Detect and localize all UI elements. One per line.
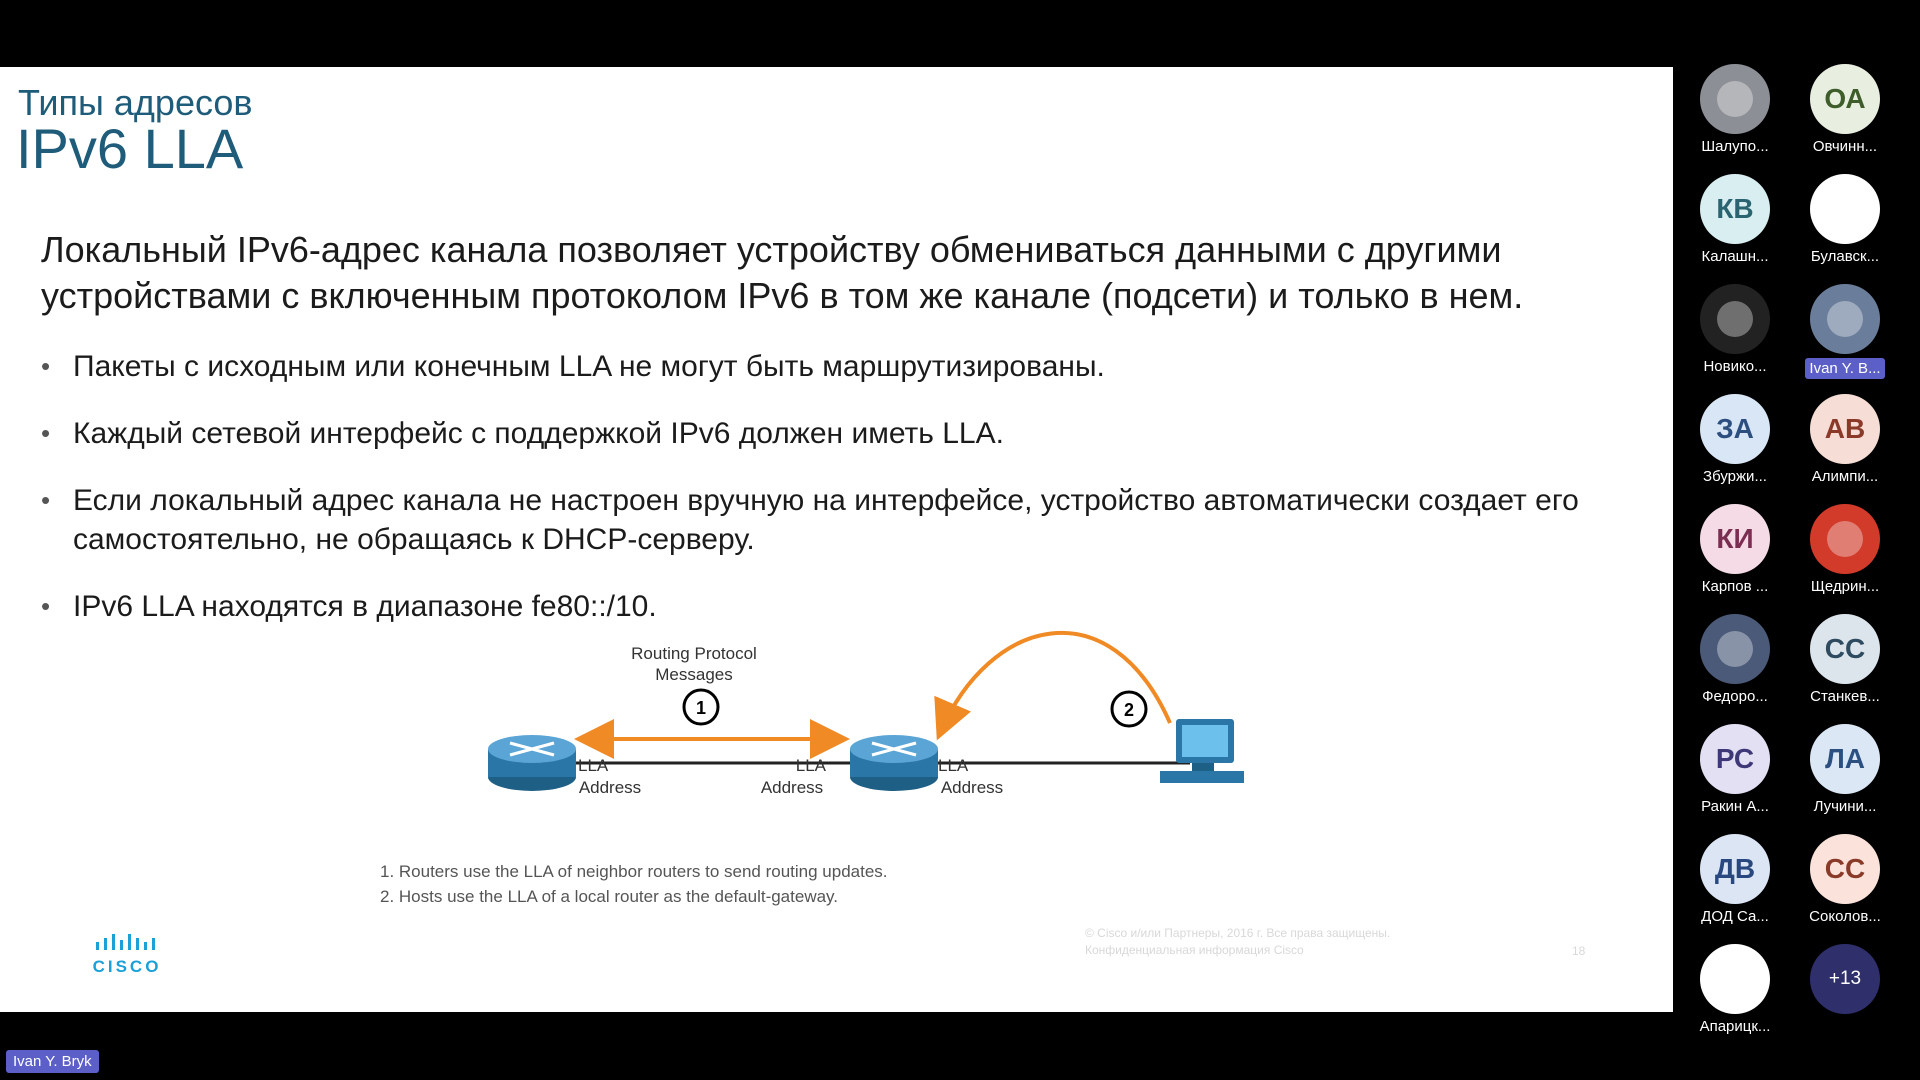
more-participants-tile[interactable]: +13 (1790, 944, 1900, 1044)
participant-tile[interactable]: Щедрин... (1790, 504, 1900, 604)
participant-tile[interactable]: Булавск... (1790, 174, 1900, 274)
address-label: Address (579, 778, 641, 797)
address-label: Address (761, 778, 823, 797)
participant-name: Станкев... (1810, 688, 1880, 705)
participant-tile[interactable]: СС Станкев... (1790, 614, 1900, 714)
user-silhouette-icon (1717, 631, 1753, 667)
participant-tile[interactable]: Апарицк... (1680, 944, 1790, 1044)
copyright-line: © Cisco и/или Партнеры, 2016 г. Все прав… (1085, 926, 1391, 940)
participant-name: Соколов... (1809, 908, 1881, 925)
participant-initials-avatar: ЛА (1810, 724, 1880, 794)
lla-label: LLA (578, 756, 609, 775)
participant-tile[interactable]: Федоро... (1680, 614, 1790, 714)
participant-name: Булавск... (1810, 248, 1880, 265)
participant-name: Новико... (1703, 358, 1767, 375)
participant-name: Карпов ... (1701, 578, 1769, 595)
participant-initials-avatar: КВ (1700, 174, 1770, 244)
participant-name: Алимпи... (1811, 468, 1879, 485)
participant-tile[interactable]: Шалупо... (1680, 64, 1790, 164)
participant-name: Апарицк... (1699, 1018, 1771, 1035)
participant-name: Щедрин... (1810, 578, 1880, 595)
participant-name: Калашн... (1701, 248, 1769, 265)
participant-photo-avatar (1810, 284, 1880, 354)
participant-tile[interactable]: РС Ракин А... (1680, 724, 1790, 824)
slide-page-number: 18 (1572, 944, 1586, 958)
participant-photo-avatar (1810, 504, 1880, 574)
user-silhouette-icon (1827, 301, 1863, 337)
bullet-item: Если локальный адрес канала не настроен … (41, 481, 1601, 559)
participant-tile[interactable]: АВ Алимпи... (1790, 394, 1900, 494)
cisco-bars-icon (96, 934, 155, 950)
router-icon (488, 735, 576, 791)
diagram-footnotes: 1. Routers use the LLA of neighbor route… (380, 859, 888, 909)
user-silhouette-icon (1717, 81, 1753, 117)
participant-name: Федоро... (1702, 688, 1768, 705)
participant-name: Лучини... (1813, 798, 1877, 815)
step-marker: 2 (1110, 690, 1148, 728)
participant-name: Шалупо... (1701, 138, 1769, 155)
step-marker: 1 (682, 688, 720, 726)
user-silhouette-icon (1717, 961, 1753, 997)
participant-tile[interactable]: КИ Карпов ... (1680, 504, 1790, 604)
participant-initials-avatar: РС (1700, 724, 1770, 794)
bullet-item: Пакеты с исходным или конечным LLA не мо… (41, 347, 1601, 386)
lla-diagram: Routing Protocol Messages 1 2 LLA Addres… (488, 630, 1244, 797)
bullet-item: IPv6 LLA находятся в диапазоне fe80::/10… (41, 587, 1601, 626)
step-number: 2 (1124, 700, 1134, 720)
participant-initials-avatar: КИ (1700, 504, 1770, 574)
participant-tile[interactable]: ЗА Збуржи... (1680, 394, 1790, 494)
lla-label: LLA (796, 756, 827, 775)
cisco-logo: CISCO (92, 932, 162, 977)
user-silhouette-icon (1717, 301, 1753, 337)
footnote: 1. Routers use the LLA of neighbor route… (380, 862, 888, 881)
participant-tile[interactable]: СС Соколов... (1790, 834, 1900, 934)
participant-tile[interactable]: ЛА Лучини... (1790, 724, 1900, 824)
participant-initials-avatar: ОА (1810, 64, 1880, 134)
participant-tile[interactable]: ОА Овчинн... (1790, 64, 1900, 164)
slide-copyright: © Cisco и/или Партнеры, 2016 г. Все прав… (1085, 925, 1390, 959)
participant-photo-avatar (1810, 174, 1880, 244)
participant-tile[interactable]: ДВ ДОД Са... (1680, 834, 1790, 934)
participant-initials-avatar: СС (1810, 834, 1880, 904)
computer-icon (1160, 719, 1244, 783)
participant-initials-avatar: СС (1810, 614, 1880, 684)
participant-photo-avatar (1700, 944, 1770, 1014)
user-silhouette-icon (1827, 191, 1863, 227)
more-participants-count: +13 (1810, 944, 1880, 1014)
shared-slide: Типы адресов IPv6 LLA Локальный IPv6-адр… (0, 67, 1673, 1012)
participant-initials-avatar: ЗА (1700, 394, 1770, 464)
slide-subtitle: Типы адресов (18, 82, 253, 123)
routing-label: Routing Protocol (631, 644, 757, 663)
speaker-name-badge: Ivan Y. Bryk (6, 1050, 99, 1073)
copyright-line: Конфиденциальная информация Cisco (1085, 943, 1304, 957)
participant-tile[interactable]: Новико... (1680, 284, 1790, 384)
routing-label: Messages (655, 665, 732, 684)
participant-photo-avatar (1700, 614, 1770, 684)
participant-name: Ivan Y. B... (1805, 358, 1885, 379)
participant-name: Овчинн... (1812, 138, 1878, 155)
bullet-item: Каждый сетевой интерфейс с поддержкой IP… (41, 414, 1601, 453)
lla-label: LLA (938, 756, 969, 775)
router-icon (850, 735, 938, 791)
step-number: 1 (696, 698, 706, 718)
participant-tile[interactable]: КВ Калашн... (1680, 174, 1790, 274)
participant-name: ДОД Са... (1701, 908, 1769, 925)
slide-title: IPv6 LLA (16, 117, 244, 180)
footnote: 2. Hosts use the LLA of a local router a… (380, 887, 839, 906)
participant-initials-avatar: ДВ (1700, 834, 1770, 904)
participant-photo-avatar (1700, 284, 1770, 354)
address-label: Address (941, 778, 1003, 797)
participant-name: Збуржи... (1703, 468, 1767, 485)
participant-tile[interactable]: Ivan Y. B... (1790, 284, 1900, 384)
user-silhouette-icon (1827, 521, 1863, 557)
cisco-wordmark: CISCO (92, 957, 162, 976)
slide-bullet-list: Пакеты с исходным или конечным LLA не мо… (41, 347, 1601, 654)
participant-name: Ракин А... (1701, 798, 1769, 815)
gateway-arrow (934, 630, 1172, 741)
participant-initials-avatar: АВ (1810, 394, 1880, 464)
participant-photo-avatar (1700, 64, 1770, 134)
participants-panel: Шалупо... ОА Овчинн... КВ Калашн... Булавск..… (1680, 60, 1920, 1035)
slide-intro-text: Локальный IPv6-адрес канала позволяет ус… (41, 229, 1524, 316)
